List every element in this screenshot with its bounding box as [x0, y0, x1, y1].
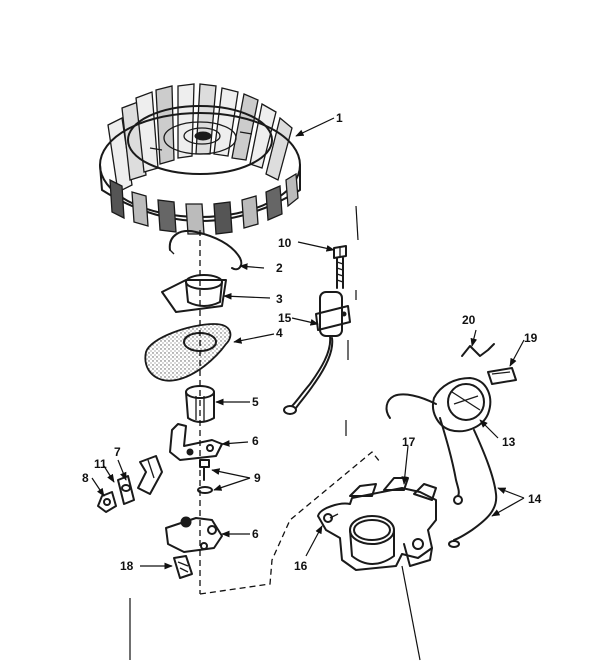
spring-clip-part: [168, 230, 243, 271]
callout-13: 13: [502, 435, 516, 449]
felt-cover-part: [173, 555, 193, 579]
ignition-coil-part: [385, 377, 498, 548]
callout-6b: 6: [252, 527, 259, 541]
callout-4: 4: [276, 326, 283, 340]
collar-part: [161, 274, 227, 313]
terminal-nut-part: [97, 491, 117, 513]
small-plate-part: [487, 367, 517, 385]
breaker-plate-part: [165, 516, 223, 553]
stator-bracket-part: [317, 477, 437, 571]
terminal-clip-part: [117, 475, 135, 505]
callout-15: 15: [278, 311, 292, 325]
callout-17: 17: [402, 435, 416, 449]
callout-6a: 6: [252, 434, 259, 448]
callout-18: 18: [120, 559, 134, 573]
callout-20: 20: [462, 313, 476, 327]
terminal-bracket-part: [137, 455, 163, 495]
mounting-screw-part: [333, 245, 347, 289]
callout-2: 2: [276, 261, 283, 275]
breaker-arm-part: [169, 423, 223, 461]
callout-7: 7: [114, 445, 121, 459]
condenser-part: [283, 291, 351, 415]
flywheel-part: [99, 83, 301, 235]
callout-10: 10: [278, 236, 292, 250]
assembly-lines: [129, 205, 421, 661]
callout-11: 11: [94, 457, 107, 471]
callout-5: 5: [252, 395, 259, 409]
callout-19: 19: [524, 331, 538, 345]
callout-8: 8: [82, 471, 89, 485]
leader-lines: [91, 117, 525, 570]
callout-16: 16: [294, 559, 308, 573]
gasket-part: [144, 323, 232, 382]
callout-14: 14: [528, 492, 542, 506]
callout-9: 9: [254, 471, 261, 485]
spring-wire-part: [461, 343, 495, 357]
callout-1: 1: [336, 111, 343, 125]
callout-3: 3: [276, 292, 283, 306]
callout-labels: 1 2 3 4 5 6 7 8 9 10 11 6 13 14 15 16 17…: [82, 111, 542, 573]
